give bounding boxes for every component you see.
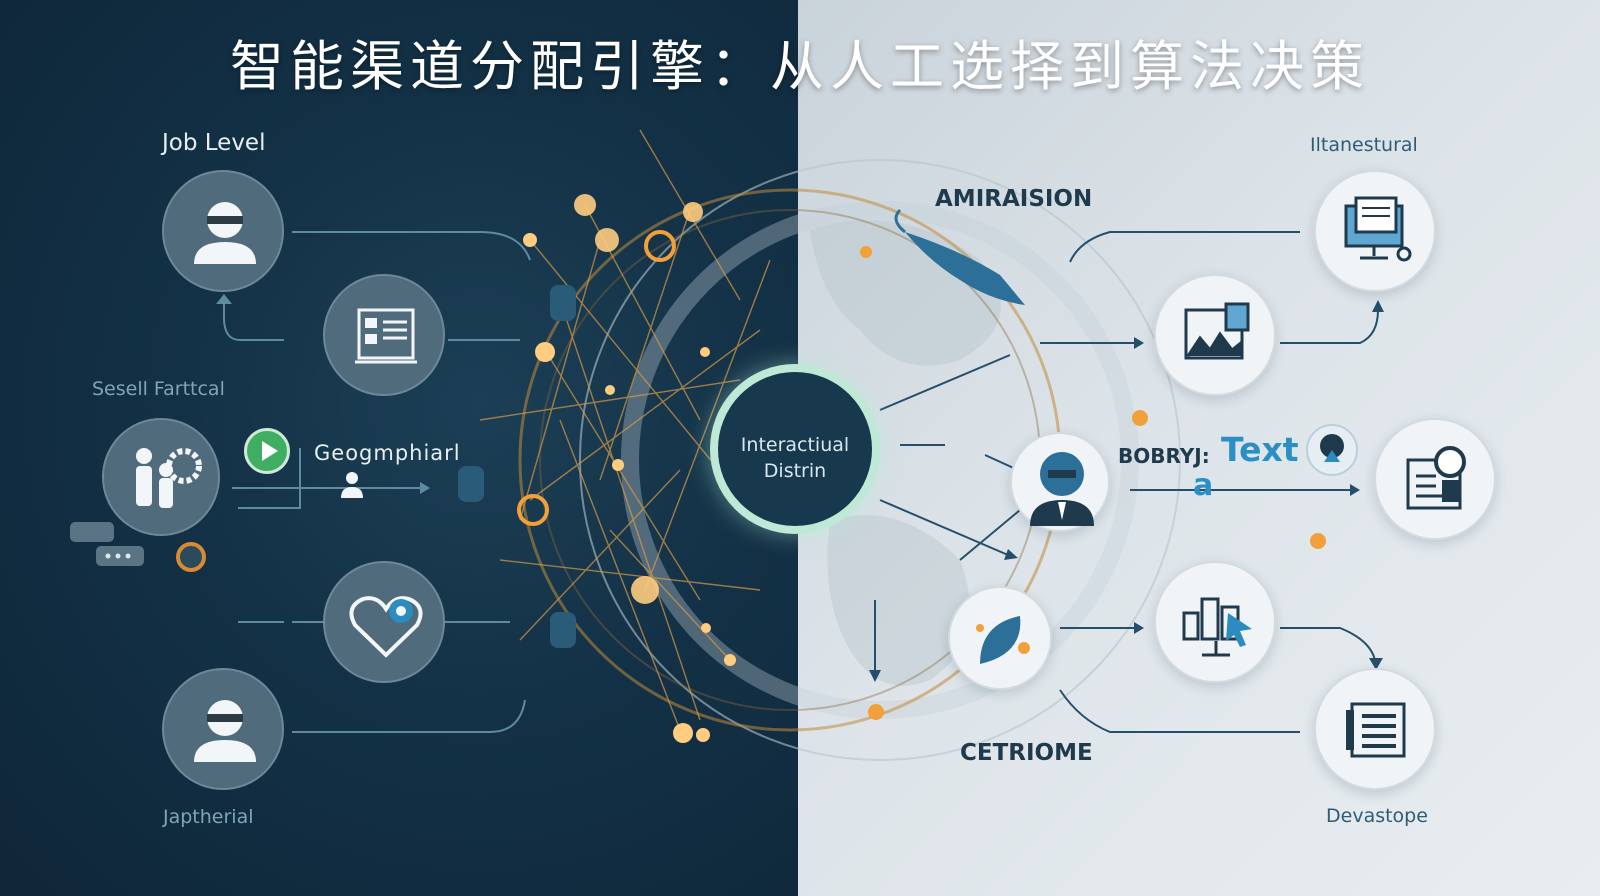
label-devastope: Devastope (1326, 805, 1428, 827)
upload-icon (1320, 434, 1344, 462)
monitor-icon (1344, 196, 1412, 262)
job-level-node[interactable] (162, 170, 284, 292)
label-text: Text (1221, 430, 1299, 469)
center-hub-label: Interactiual Distrin (718, 432, 872, 484)
user-icon (194, 202, 256, 264)
label-cetriome: CETRIOME (960, 740, 1093, 766)
list-document-icon (1346, 702, 1406, 758)
monitor-node[interactable] (1314, 170, 1436, 292)
center-line-1: Interactiual (740, 434, 850, 456)
heart-node[interactable] (323, 561, 445, 683)
chart-printer-node[interactable] (1154, 274, 1276, 396)
buildings-icon (1182, 597, 1252, 657)
document-icon (355, 308, 417, 364)
agent-node[interactable] (1010, 432, 1110, 532)
center-line-2: Distrin (763, 460, 827, 482)
leaf-icon (976, 616, 1030, 664)
chat-bubbles-icon (70, 522, 144, 566)
play-button[interactable] (244, 428, 290, 474)
center-hub[interactable]: Interactiual Distrin (710, 364, 880, 534)
leaf-node[interactable] (948, 586, 1052, 690)
upload-badge[interactable] (1306, 424, 1358, 476)
user-icon (194, 700, 256, 762)
label-geogmphiarl: Geogmphiarl (314, 441, 461, 465)
heart-icon (349, 596, 423, 658)
chart-icon (1184, 302, 1250, 360)
label-job-level: Job Level (162, 130, 266, 156)
label-japtherial: Japtherial (163, 806, 254, 828)
label-sesell-farttcal: Sesell Farttcal (92, 378, 225, 400)
orange-dot-badge (176, 542, 206, 572)
people-gear-icon (136, 448, 202, 508)
label-bobryj: BOBRYJ: (1118, 444, 1210, 468)
agent-icon (1030, 452, 1094, 526)
play-icon (262, 441, 278, 461)
report-search-icon (1406, 446, 1466, 510)
person-icon (341, 472, 363, 498)
team-gear-node[interactable] (102, 418, 220, 536)
list-node[interactable] (1314, 668, 1436, 790)
page-title: 智能渠道分配引擎：从人工选择到算法决策 (230, 35, 1370, 98)
buildings-node[interactable] (1154, 561, 1276, 683)
document-node[interactable] (323, 274, 445, 396)
label-iltanestural: Iltanestural (1310, 134, 1418, 156)
label-amiraision: AMIRAISION (935, 186, 1093, 212)
label-a: a (1193, 468, 1214, 503)
report-search-node[interactable] (1374, 418, 1496, 540)
japtherial-node[interactable] (162, 668, 284, 790)
